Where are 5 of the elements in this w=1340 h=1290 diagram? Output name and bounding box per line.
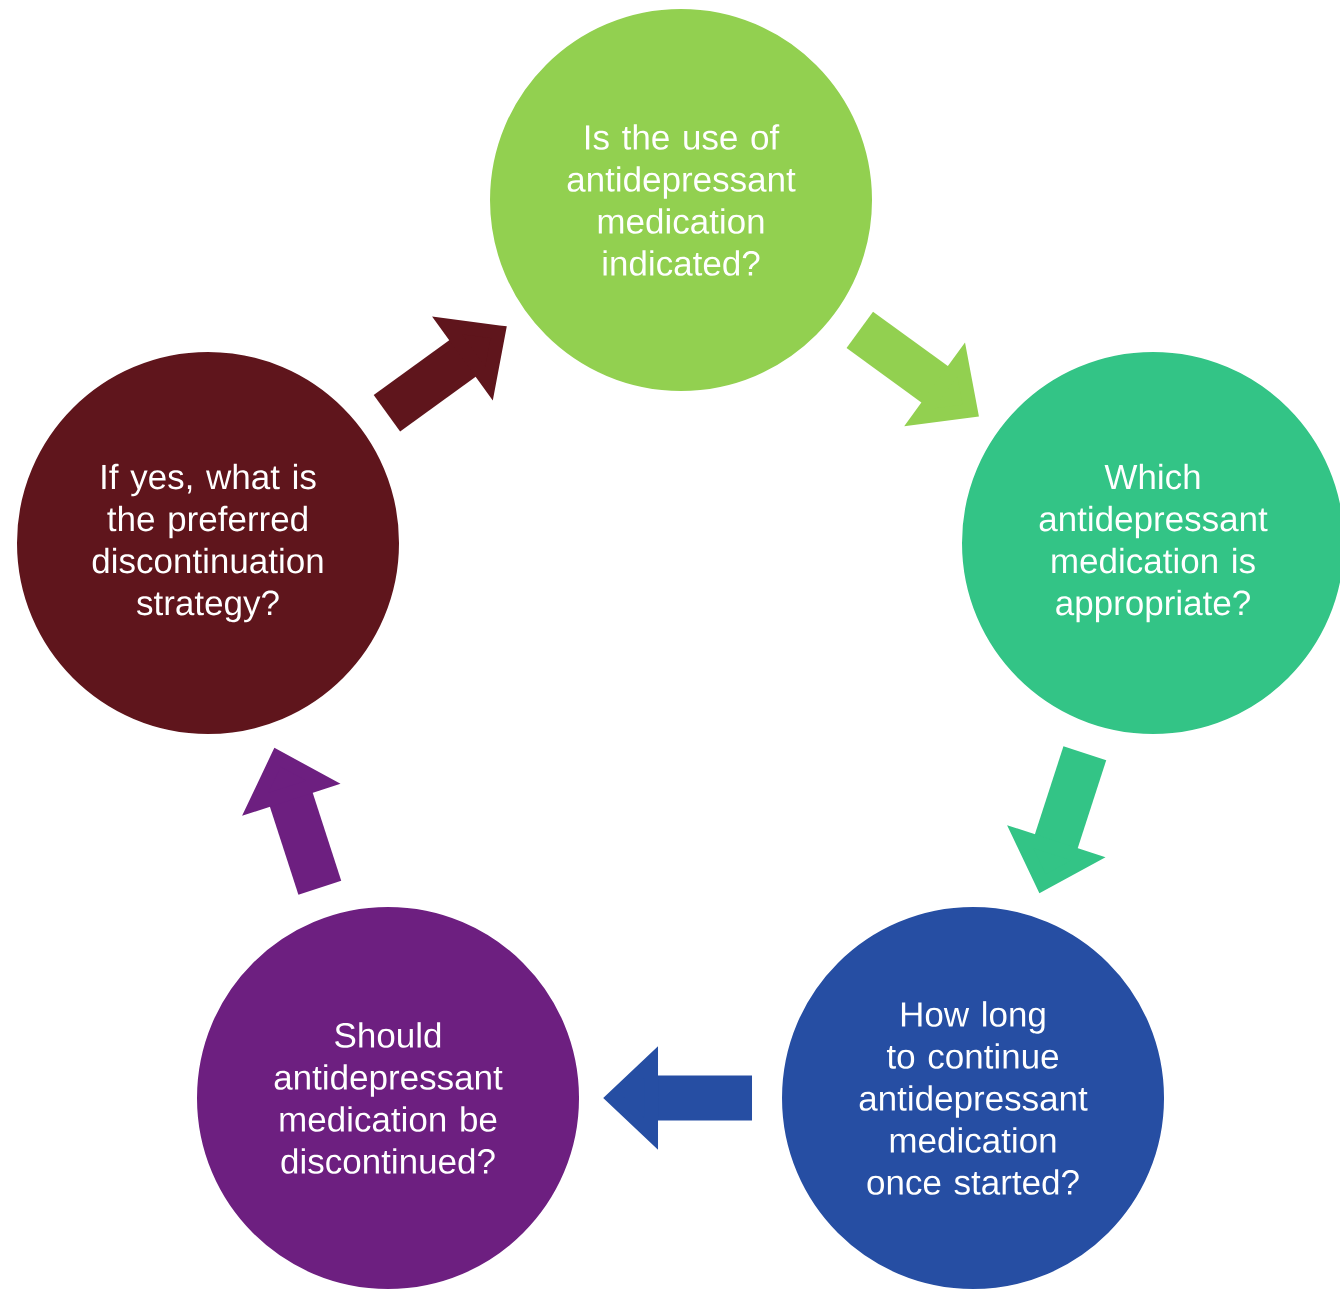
circle-node: How long to continue antidepressant medication once started? xyxy=(780,905,1166,1290)
circle-node: Is the use of antidepressant medication indicated? xyxy=(488,7,874,393)
circle-node: Should antidepressant medication be discontinued? xyxy=(195,905,581,1290)
circle-node: If yes, what is the preferred discontinuation strategy? xyxy=(15,350,401,736)
circle-node: Which antidepressant medication is appropriate? xyxy=(960,350,1340,736)
